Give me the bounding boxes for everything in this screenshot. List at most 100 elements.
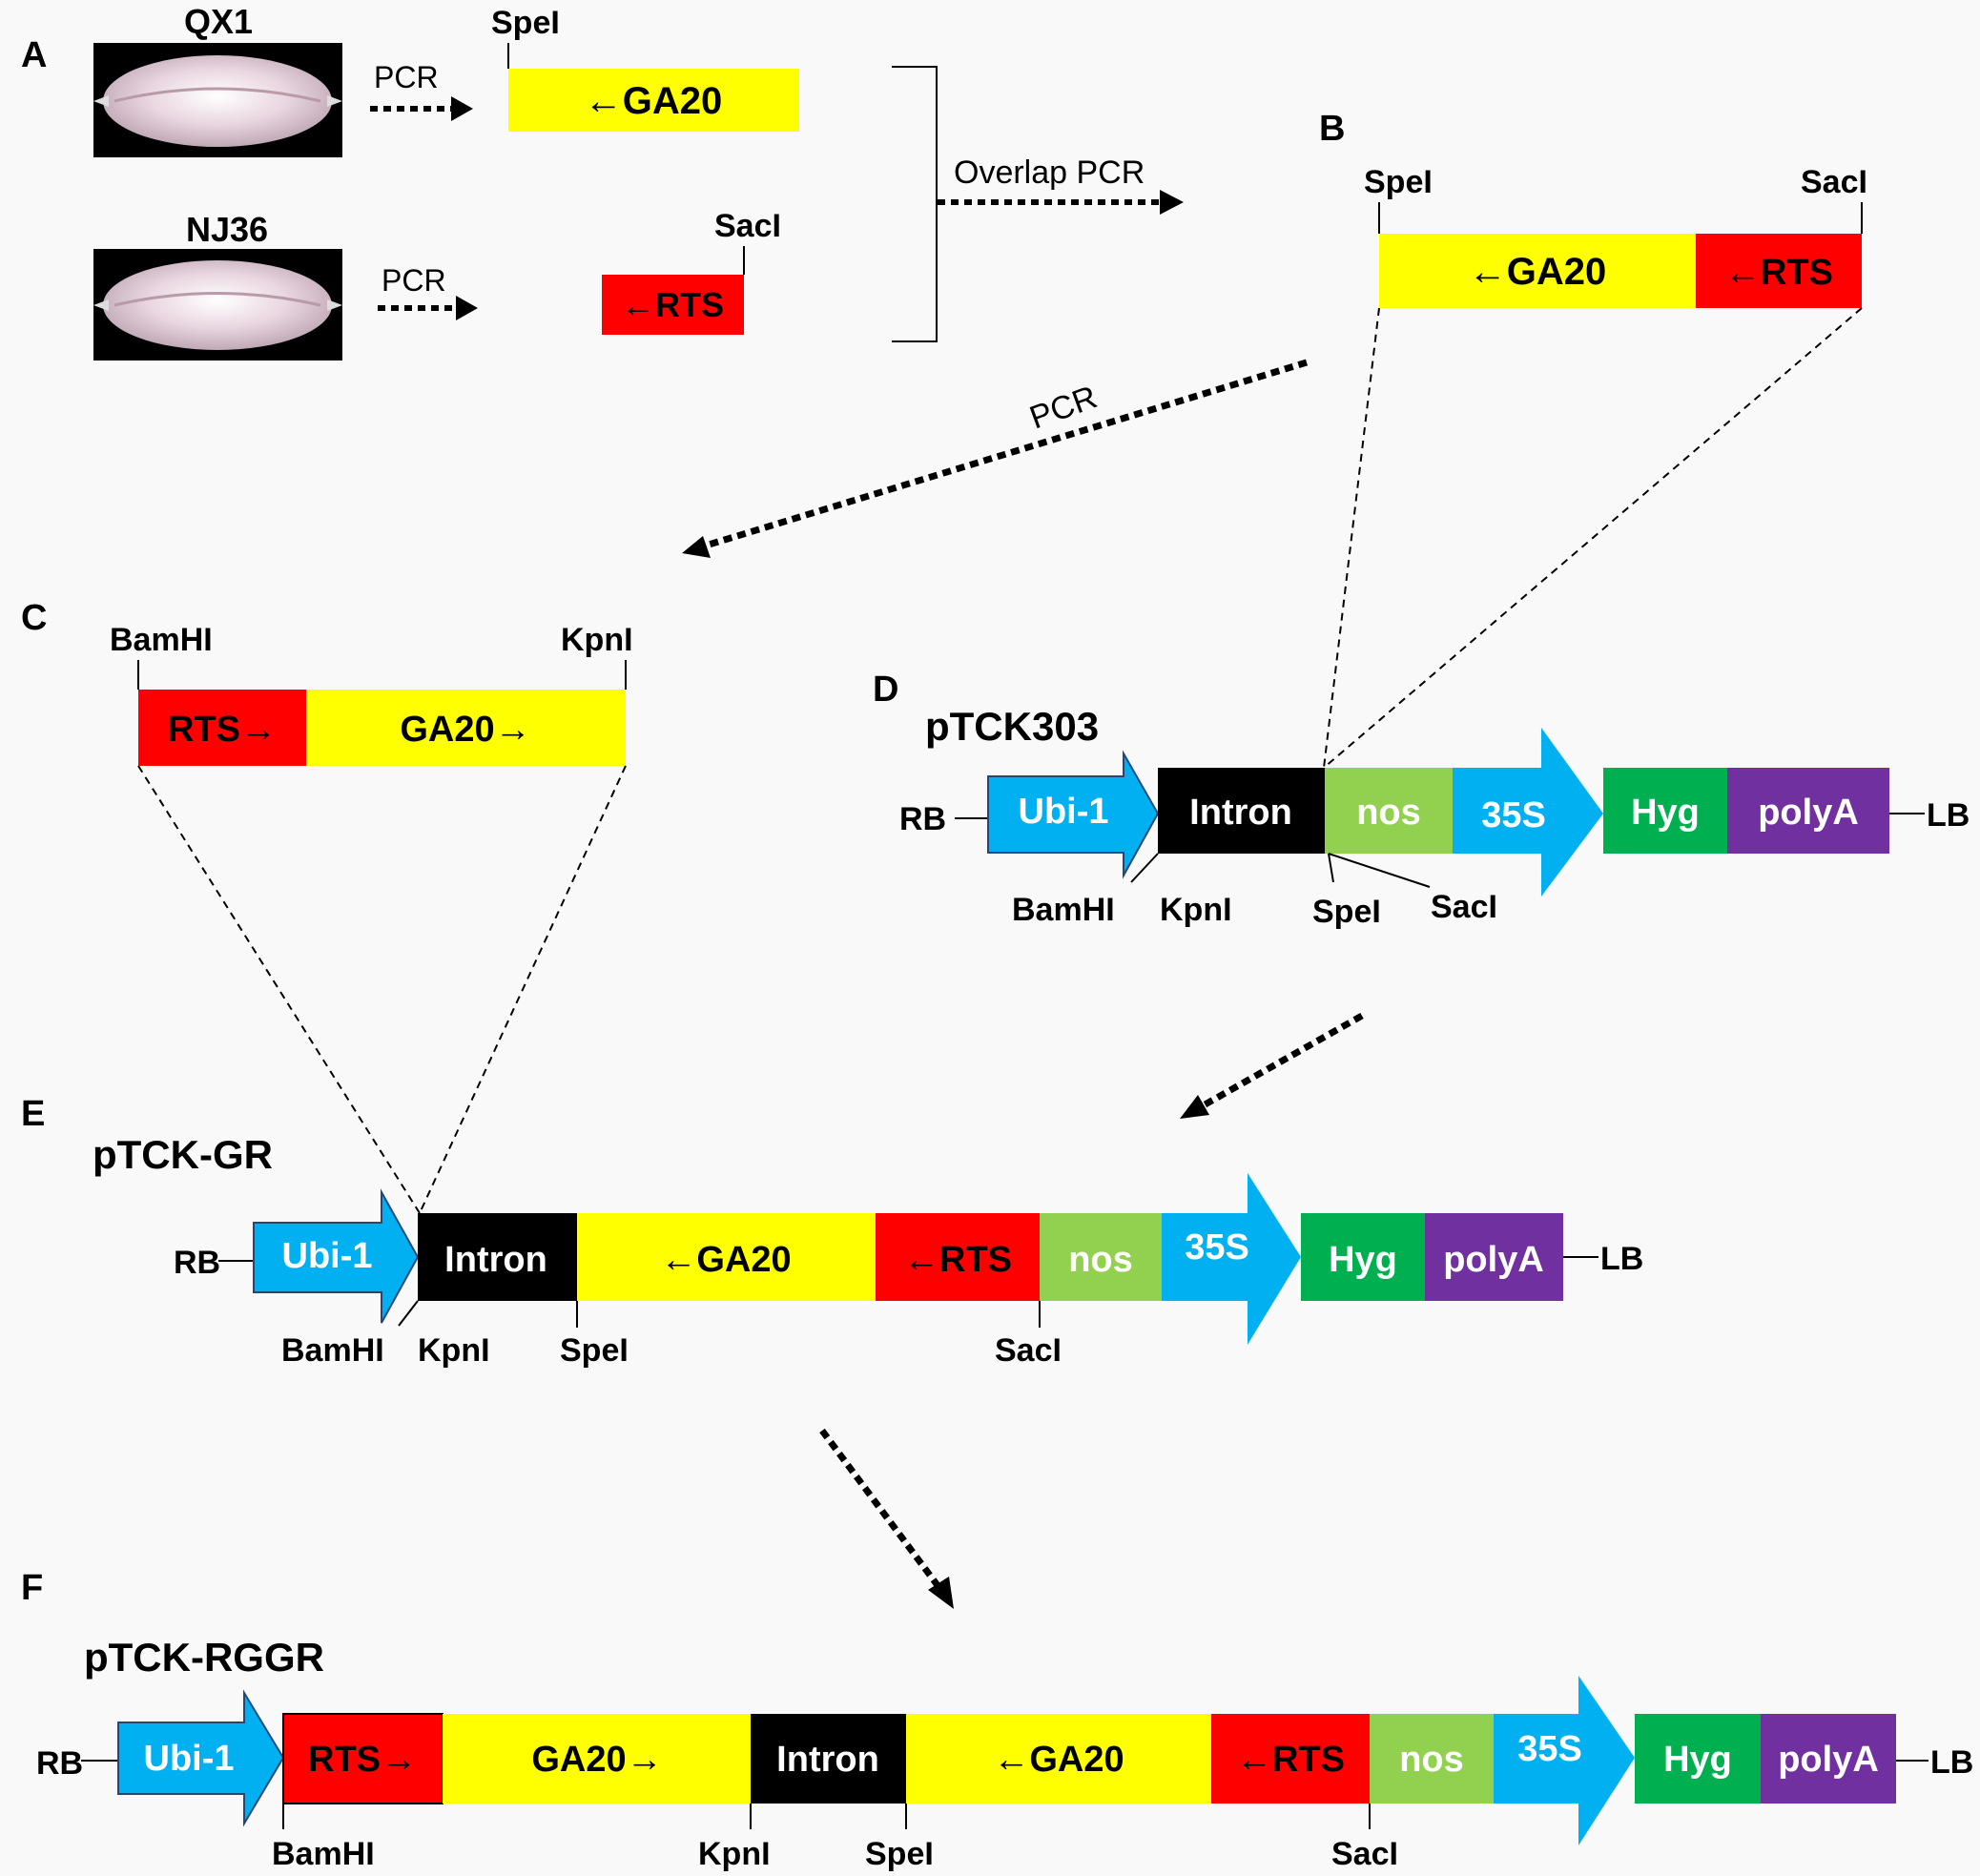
ga20-block-c — [306, 690, 626, 766]
ga20-block-e — [577, 1213, 876, 1301]
panel-label-a: A — [21, 35, 47, 75]
spei-label-f: SpeI — [865, 1836, 934, 1872]
hyg-block-f — [1635, 1714, 1761, 1804]
polya-block-f — [1761, 1714, 1896, 1804]
panel-c: BamHI KpnI RTS→ GA20→ — [110, 622, 633, 1214]
hyg-label-e: Hyg — [1329, 1240, 1397, 1280]
ptck303-title: pTCK303 — [925, 704, 1099, 749]
ptck-gr-title: pTCK-GR — [93, 1132, 273, 1177]
rts-block-b — [1696, 234, 1862, 308]
bamhi-label-d: BamHI — [1012, 892, 1115, 928]
qx1-label: QX1 — [184, 2, 253, 41]
hyg-block-d — [1603, 768, 1727, 854]
ubi-arrow-e — [253, 1188, 420, 1324]
hyg-block-e — [1301, 1213, 1425, 1301]
saci-label-a: SacI — [714, 208, 781, 244]
panel-label-c: C — [21, 598, 47, 638]
ubi-arrow-f — [117, 1689, 285, 1827]
e-to-f-arrow — [819, 1428, 942, 1591]
panel-label-e: E — [21, 1094, 45, 1134]
c-to-e-dash-right — [419, 765, 627, 1214]
rts-label-c: RTS→ — [168, 710, 277, 750]
ga20-label-c: GA20→ — [400, 710, 530, 750]
intron-block-d — [1158, 768, 1325, 854]
rts-block-e — [876, 1213, 1040, 1301]
b-to-d-dash-right — [1323, 307, 1863, 769]
spei-label-a: SpeI — [491, 5, 560, 41]
35s-label-f: 35S — [1517, 1729, 1582, 1769]
rts-rev-label-f: ←RTS — [1236, 1740, 1345, 1780]
nos-block-e — [1040, 1213, 1162, 1301]
ubi-label-d: Ubi-1 — [1019, 792, 1109, 832]
ga20-fwd-block-f — [443, 1714, 751, 1804]
polya-label-f: polyA — [1778, 1740, 1879, 1780]
b-to-d-dash-left — [1323, 307, 1380, 769]
lb-e: LB — [1600, 1241, 1643, 1277]
ga20-fwd-label-f: GA20→ — [531, 1740, 662, 1780]
ga20-label-a: ←GA20 — [585, 80, 723, 122]
rts-block-a — [602, 275, 744, 335]
d-to-e-arrow — [1200, 1012, 1364, 1110]
rts-fwd-block-f — [282, 1713, 443, 1804]
intron-block-e — [418, 1213, 577, 1301]
nos-label-d: nos — [1356, 793, 1421, 833]
ubi-arrow-d — [987, 750, 1160, 879]
panel-label-d: D — [873, 670, 898, 710]
ubi-label-e: Ubi-1 — [282, 1236, 373, 1276]
35s-label-e: 35S — [1185, 1227, 1249, 1268]
bamhi-label-e: BamHI — [281, 1332, 384, 1369]
kpni-label-d: KpnI — [1160, 892, 1232, 928]
saci-label-f: SacI — [1331, 1836, 1398, 1872]
intron-label-d: Intron — [1189, 793, 1292, 833]
bamhi-label-c: BamHI — [110, 622, 213, 658]
panel-label-f: F — [21, 1568, 43, 1608]
kpni-label-c: KpnI — [561, 622, 633, 658]
ga20-block-a — [508, 69, 799, 132]
saci-label-b: SacI — [1801, 164, 1867, 200]
panel-a: QX1 NJ36 PCR PCR SpeI ←GA20 SacI ←RTS — [93, 2, 1184, 361]
rts-label-a: ←RTS — [621, 285, 724, 324]
saci-label-e: SacI — [995, 1332, 1062, 1369]
ga20-rev-block-f — [906, 1714, 1211, 1804]
bamhi-label-f: BamHI — [272, 1836, 375, 1872]
panel-e: pTCK-GR RB Ubi-1 Intron ←GA20 ←RTS nos 3… — [93, 1132, 1643, 1609]
ptck-rggr-title: pTCK-RGGR — [84, 1635, 324, 1680]
ubi-label-f: Ubi-1 — [144, 1739, 235, 1779]
nos-block-f — [1370, 1714, 1494, 1804]
nj36-seed-image — [93, 249, 342, 361]
35s-label-d: 35S — [1481, 795, 1546, 835]
pcr-label-1: PCR — [374, 60, 439, 94]
kpni-label-e: KpnI — [418, 1332, 490, 1369]
rts-block-c — [138, 690, 306, 766]
35s-arrow-f — [1494, 1676, 1635, 1845]
ga20-label-e: ←GA20 — [660, 1240, 791, 1280]
ga20-rev-label-f: ←GA20 — [993, 1740, 1124, 1780]
polya-block-d — [1727, 768, 1889, 854]
intron-block-f — [751, 1714, 906, 1804]
hyg-label-d: Hyg — [1631, 793, 1700, 833]
nj36-label: NJ36 — [186, 210, 268, 249]
ga20-label-b: ←GA20 — [1469, 251, 1607, 293]
panel-label-b: B — [1319, 109, 1345, 149]
qx1-seed-image — [93, 43, 342, 157]
panel-d: pTCK303 RB Ubi-1 Intron nos 35S Hyg poly… — [899, 704, 1970, 1119]
pcr-label-2: PCR — [382, 263, 446, 298]
b-to-c-arrow — [704, 359, 1309, 549]
rts-fwd-label-f: RTS→ — [308, 1740, 417, 1780]
spei-label-e: SpeI — [560, 1332, 629, 1369]
spei-label-b: SpeI — [1364, 164, 1433, 200]
ga20-block-b — [1379, 234, 1696, 308]
panel-f: pTCK-RGGR RB Ubi-1 RTS→ GA20→ Intron ←GA… — [36, 1635, 1973, 1872]
rb-e: RB — [174, 1245, 220, 1281]
kpni-label-f: KpnI — [698, 1836, 771, 1872]
rts-rev-block-f — [1211, 1714, 1370, 1804]
overlap-bracket — [892, 66, 938, 342]
rts-label-e: ←RTS — [903, 1240, 1012, 1280]
spei-label-d: SpeI — [1312, 894, 1381, 930]
polya-block-e — [1425, 1213, 1563, 1301]
nos-label-f: nos — [1399, 1740, 1464, 1780]
lb-d: LB — [1927, 797, 1970, 834]
nos-block-d — [1325, 768, 1453, 854]
rts-label-b: ←RTS — [1724, 253, 1833, 293]
